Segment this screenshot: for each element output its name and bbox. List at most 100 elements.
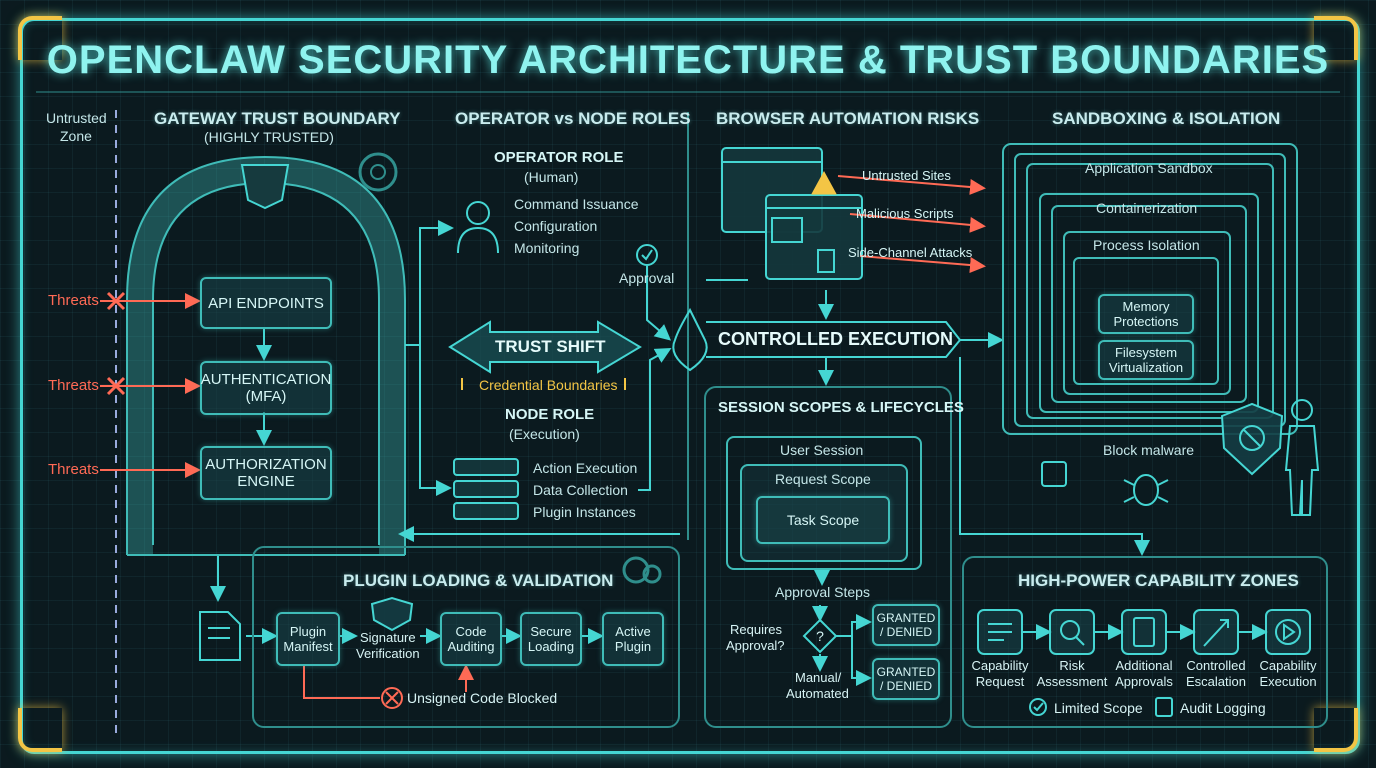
approval-steps-label: Approval Steps	[775, 584, 870, 600]
capability-step-label: Controlled	[1186, 658, 1246, 673]
gear-icon	[358, 152, 398, 192]
decision-diamond	[802, 618, 838, 654]
operator-item: Command Issuance	[514, 196, 639, 212]
operator-role-sub: (Human)	[524, 169, 579, 185]
roles-heading: OPERATOR vs NODE ROLES	[455, 109, 691, 128]
gears-icon	[622, 556, 650, 584]
capability-step-label: Assessment	[1036, 674, 1108, 689]
node-item: Plugin Instances	[533, 504, 636, 520]
gateway-subheading: (HIGHLY TRUSTED)	[204, 129, 334, 145]
trust-shift-arrow	[448, 320, 642, 374]
svg-text:?: ?	[816, 628, 824, 644]
escalation-icon	[1203, 619, 1229, 647]
block-malware-label: Block malware	[1103, 442, 1195, 458]
filesystem-virtualization-label: Virtualization	[1108, 360, 1184, 375]
manual-automated-label: Automated	[786, 686, 849, 701]
user-session-label: User Session	[780, 442, 864, 458]
check-circle-icon	[636, 244, 658, 266]
person-icon	[1284, 399, 1320, 516]
plugin-step-box: Plugin Manifest	[276, 612, 340, 666]
plugin-step-label: Plugin	[289, 624, 327, 639]
plugin-step-label: Loading	[527, 639, 575, 654]
plugin-step-label: Manifest	[283, 639, 333, 654]
plugin-step-box: Active Plugin	[602, 612, 664, 666]
capability-step-label: Controlled Escalation	[1182, 658, 1250, 690]
session-panel	[704, 386, 952, 728]
api-endpoints-label: API ENDPOINTS	[208, 294, 324, 312]
sandbox-layers	[1002, 143, 1298, 435]
operator-person-icon	[457, 201, 499, 254]
authentication-label: (MFA)	[245, 388, 287, 405]
memory-protections-label: Protections	[1113, 314, 1179, 329]
limited-scope-label: Limited Scope	[1054, 700, 1143, 716]
operator-item: Monitoring	[514, 240, 580, 256]
task-scope-box: Task Scope	[756, 496, 890, 544]
controlled-execution-label: CONTROLLED EXECUTION	[718, 329, 954, 349]
granted-denied-label: GRANTED	[876, 611, 936, 625]
flame-icon	[672, 307, 708, 372]
plugin-step-label: Auditing	[447, 639, 495, 654]
capability-step-label: Additional Approvals	[1110, 658, 1178, 690]
browser-window-icon	[721, 147, 863, 280]
capability-step-label: Execution	[1259, 674, 1317, 689]
capability-heading: HIGH-POWER CAPABILITY ZONES	[1018, 571, 1299, 590]
risk-label: Malicious Scripts	[856, 206, 954, 221]
requires-approval-label: Requires	[730, 622, 783, 637]
operator-role-title: OPERATOR ROLE	[494, 149, 624, 166]
task-scope-label: Task Scope	[786, 512, 860, 528]
capability-panel	[962, 556, 1328, 728]
page-title: OPENCLAW SECURITY ARCHITECTURE & TRUST B…	[46, 38, 1330, 82]
audit-log-icon	[1155, 697, 1173, 717]
corner-accent	[1314, 16, 1358, 60]
threat-label: Threats	[48, 377, 99, 394]
plugin-step-label: Code	[455, 624, 487, 639]
request-scope-label: Request Scope	[775, 471, 871, 487]
threat-label: Threats	[48, 292, 99, 309]
node-item: Data Collection	[533, 482, 628, 498]
api-endpoints-box: API ENDPOINTS	[200, 277, 332, 329]
plugin-step-label: Plugin	[614, 639, 652, 654]
granted-denied-label: GRANTED	[876, 665, 936, 679]
requires-approval-label: Approval?	[726, 638, 785, 653]
sandbox-heading: SANDBOXING & ISOLATION	[1052, 109, 1281, 128]
granted-denied-box: GRANTED / DENIED	[872, 658, 940, 700]
approval-label: Approval	[619, 270, 675, 286]
blocked-icon	[381, 687, 403, 709]
sandbox-layer-label: Process Isolation	[1093, 237, 1200, 253]
browser-heading: BROWSER AUTOMATION RISKS	[716, 109, 980, 128]
plugin-panel	[252, 546, 680, 728]
plugin-step-label: Signature	[359, 630, 416, 645]
capability-step-label: Capability	[1259, 658, 1317, 673]
plugin-step-label: Active	[615, 624, 651, 639]
plugin-step-label: Signature Verification	[356, 630, 420, 662]
granted-denied-label: / DENIED	[879, 625, 932, 639]
corner-accent	[18, 16, 62, 60]
node-item: Action Execution	[533, 460, 638, 476]
authorization-box: AUTHORIZATION ENGINE	[200, 446, 332, 500]
audit-logging-label: Audit Logging	[1180, 700, 1266, 716]
gateway-arch-outer	[126, 155, 406, 555]
plugin-step-box: Secure Loading	[520, 612, 582, 666]
manual-automated-label: Manual/	[795, 670, 842, 685]
session-heading: SESSION SCOPES & LIFECYCLES	[718, 399, 964, 416]
plugin-heading: PLUGIN LOADING & VALIDATION	[343, 571, 614, 590]
plugin-step-label: Verification	[356, 646, 420, 661]
capability-step-label: Escalation	[1186, 674, 1246, 689]
granted-denied-box: GRANTED / DENIED	[872, 604, 940, 646]
user-session-frame	[726, 436, 922, 570]
operator-item: Configuration	[514, 218, 598, 234]
sandbox-layer-label: Containerization	[1096, 200, 1198, 216]
authentication-label: AUTHENTICATION	[200, 371, 332, 388]
plugin-step-label: Secure	[530, 624, 572, 639]
outer-frame	[20, 18, 1360, 754]
risk-label: Untrusted Sites	[862, 168, 951, 183]
capability-step-label: Capability Request	[968, 658, 1032, 690]
credential-boundaries-label: Credential Boundaries	[479, 377, 618, 393]
warning-icon	[811, 170, 837, 195]
shield-icon	[240, 164, 290, 210]
capability-step-label: Risk Assessment	[1036, 658, 1108, 690]
corner-accent	[1314, 708, 1358, 752]
capability-step-label: Additional	[1115, 658, 1173, 673]
risk-label: Side-Channel Attacks	[848, 245, 973, 260]
